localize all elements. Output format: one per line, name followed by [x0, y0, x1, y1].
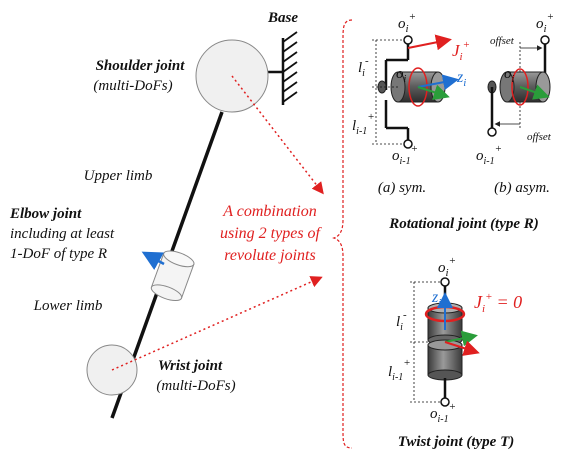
rotational-asym — [487, 35, 551, 137]
combination-line3: revolute joints — [224, 247, 315, 264]
elbow-line2: 1-DoF of type R — [10, 246, 107, 262]
sym-oi-mid: oi — [396, 66, 407, 85]
sym-l-minus: li- — [358, 55, 369, 79]
twist-l-minus: li- — [396, 309, 407, 333]
shoulder-title: Shoulder joint — [96, 58, 186, 74]
twist-oi-top: oi+ — [438, 255, 456, 279]
elbow-axis-arrow — [141, 251, 165, 271]
lower-limb-label: Lower limb — [33, 298, 103, 314]
twist-z-label: zi — [431, 289, 441, 309]
base-wall — [281, 31, 298, 105]
sym-oi-top: oi+ — [398, 11, 416, 35]
elbow-title: Elbow joint — [9, 206, 82, 222]
asym-offset-top: offset — [490, 35, 515, 47]
rotational-title: Rotational joint (type R) — [388, 216, 539, 232]
asym-oi-mid: oi — [504, 66, 515, 85]
twist-oim1: oi-1+ — [430, 401, 456, 425]
asym-offset-bottom: offset — [527, 131, 552, 143]
elbow-line1: including at least — [10, 226, 115, 242]
shoulder-to-rotational-arrow — [231, 75, 324, 195]
upper-limb-label: Upper limb — [84, 168, 153, 184]
sym-caption: (a) sym. — [378, 180, 426, 196]
curly-brace — [332, 19, 353, 449]
wrist-title: Wrist joint — [158, 358, 223, 374]
sym-J-label: Ji+ — [452, 39, 470, 63]
twist-joint — [410, 277, 480, 407]
combination-line2: using 2 types of — [220, 225, 323, 242]
twist-l-plus: li-1+ — [388, 357, 411, 383]
shoulder-sub: (multi-DoFs) — [93, 78, 172, 94]
wrist-to-twist-arrow — [111, 276, 323, 371]
rotational-sym — [372, 34, 459, 149]
twist-J-label: Ji+= 0 — [474, 291, 522, 315]
asym-caption: (b) asym. — [494, 180, 550, 196]
asym-oi-top: oi+ — [536, 11, 554, 35]
sym-l-plus: li-1+ — [352, 111, 375, 137]
twist-title: Twist joint (type T) — [398, 434, 515, 450]
asym-oim1: oi-1+ — [476, 143, 502, 167]
combination-line1: A combination — [222, 203, 316, 220]
sym-z-label: zi — [456, 69, 466, 89]
base-label: Base — [267, 10, 298, 26]
wrist-sub: (multi-DoFs) — [156, 378, 235, 394]
sym-oim1: oi-1+ — [392, 143, 418, 167]
